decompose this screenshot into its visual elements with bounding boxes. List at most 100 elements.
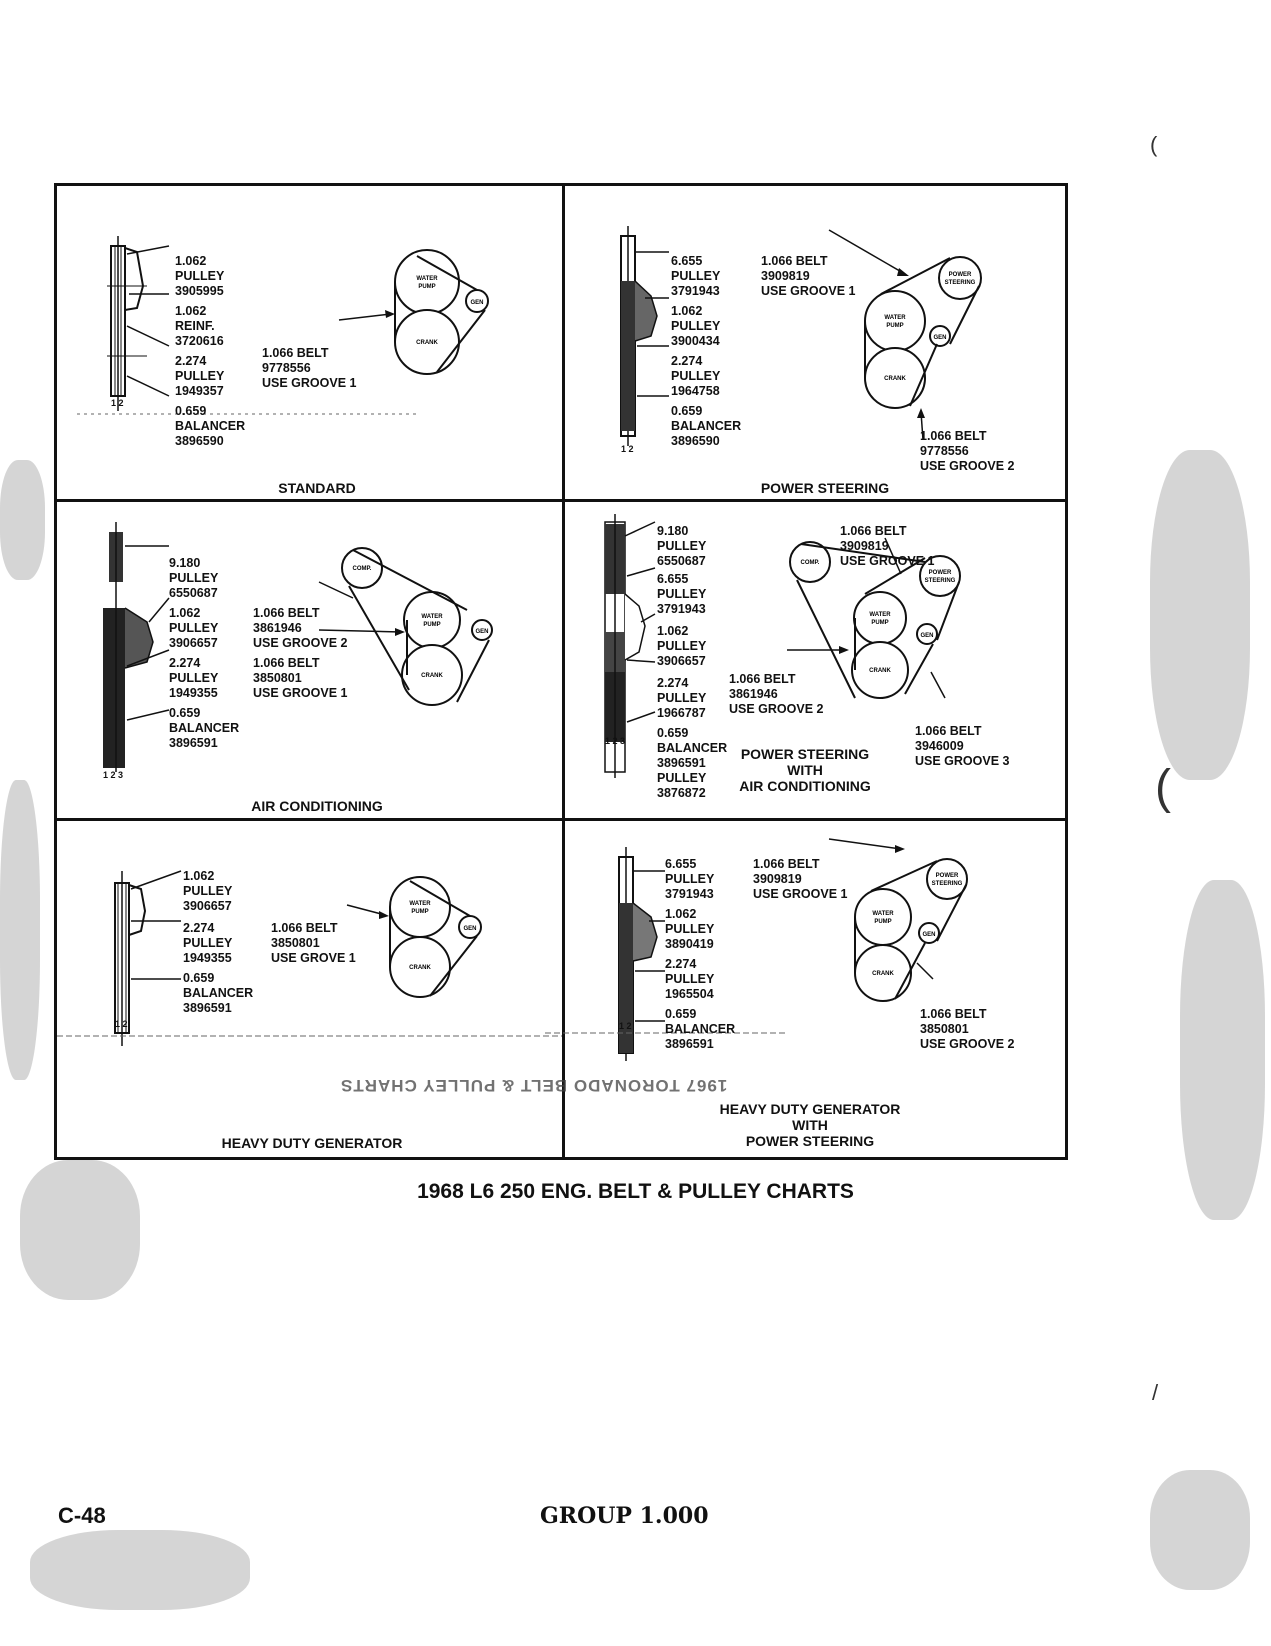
pulley-stack-diagram: WATER PUMP GEN CRANK POWER STEERING bbox=[620, 226, 982, 446]
svg-text:GEN: GEN bbox=[920, 633, 933, 639]
scan-noise bbox=[0, 780, 40, 1080]
group-label: GROUP 1.000 bbox=[540, 1503, 709, 1529]
groove-numbers: 1 2 bbox=[115, 1019, 128, 1029]
svg-text:PUMP: PUMP bbox=[418, 284, 435, 290]
water-pump-label: WATER bbox=[416, 276, 438, 282]
svg-text:CRANK: CRANK bbox=[421, 673, 443, 679]
svg-text:CRANK: CRANK bbox=[872, 971, 894, 977]
svg-text:GEN: GEN bbox=[463, 926, 476, 932]
svg-text:CRANK: CRANK bbox=[884, 376, 906, 382]
pulley-stack-diagram: WATER PUMP GEN CRANK POWER STEERING bbox=[545, 838, 968, 1061]
groove-numbers: 1 2 bbox=[111, 398, 124, 408]
pulley-stack-diagram: COMP. WATER PUMP GEN CRANK bbox=[103, 522, 493, 772]
scan-noise bbox=[20, 1160, 140, 1300]
svg-text:WATER: WATER bbox=[869, 612, 891, 618]
scan-noise bbox=[30, 1530, 250, 1610]
scan-noise bbox=[1180, 880, 1265, 1220]
svg-text:COMP.: COMP. bbox=[353, 566, 372, 572]
panel-power-steering: WATER PUMP GEN CRANK POWER STEERING 6.65… bbox=[565, 186, 1065, 499]
page-title: 1968 L6 250 ENG. BELT & PULLEY CHARTS bbox=[417, 1180, 854, 1203]
panel-caption: STANDARD bbox=[278, 480, 356, 496]
pulley-stack-diagram: WATER PUMP GEN CRANK bbox=[57, 870, 562, 1046]
svg-text:PUMP: PUMP bbox=[423, 622, 440, 628]
svg-text:POWER: POWER bbox=[949, 272, 972, 278]
svg-text:CRANK: CRANK bbox=[409, 965, 431, 971]
svg-text:CRANK: CRANK bbox=[416, 340, 438, 346]
svg-text:POWER: POWER bbox=[936, 873, 959, 879]
pen-mark: / bbox=[1152, 1380, 1159, 1405]
svg-text:GEN: GEN bbox=[933, 335, 946, 341]
svg-text:WATER: WATER bbox=[872, 911, 894, 917]
pulley-stack-diagram: COMP. WATER PUMP GEN CRANK POWER STEERIN… bbox=[604, 514, 961, 778]
page-number: C-48 bbox=[58, 1503, 106, 1528]
svg-text:GEN: GEN bbox=[475, 629, 488, 635]
svg-text:STEERING: STEERING bbox=[932, 881, 963, 887]
svg-text:GEN: GEN bbox=[470, 300, 483, 306]
panel-caption: POWER STEERING bbox=[760, 480, 890, 496]
groove-numbers: 1 2 bbox=[621, 444, 634, 454]
pulley-stack-diagram: WATER PUMP GEN CRANK bbox=[77, 236, 489, 415]
svg-text:WATER: WATER bbox=[421, 614, 443, 620]
svg-text:PUMP: PUMP bbox=[886, 323, 903, 329]
scan-noise bbox=[1150, 1470, 1250, 1590]
svg-text:GEN: GEN bbox=[922, 932, 935, 938]
row-divider bbox=[54, 499, 1068, 502]
svg-text:PUMP: PUMP bbox=[874, 919, 891, 925]
panel-hd-gen-with-ps: WATER PUMP GEN CRANK POWER STEERING 6.65… bbox=[545, 821, 1065, 1157]
svg-text:STEERING: STEERING bbox=[945, 280, 976, 286]
panel-caption: HEAVY DUTY GENERATOR bbox=[221, 1135, 403, 1151]
svg-text:WATER: WATER bbox=[884, 315, 906, 321]
svg-text:PUMP: PUMP bbox=[411, 909, 428, 915]
svg-text:COMP.: COMP. bbox=[801, 560, 820, 566]
row-divider bbox=[54, 818, 1068, 821]
scan-noise bbox=[1150, 450, 1250, 780]
svg-text:WATER: WATER bbox=[409, 901, 431, 907]
svg-text:POWER: POWER bbox=[929, 570, 952, 576]
chart-frame bbox=[54, 183, 1068, 1160]
panel-ps-with-ac: COMP. WATER PUMP GEN CRANK POWER STEERIN… bbox=[565, 502, 1065, 818]
groove-numbers: 1 2 bbox=[619, 1021, 632, 1031]
groove-numbers: 1 2 3 bbox=[605, 736, 626, 746]
scan-noise bbox=[0, 460, 45, 580]
